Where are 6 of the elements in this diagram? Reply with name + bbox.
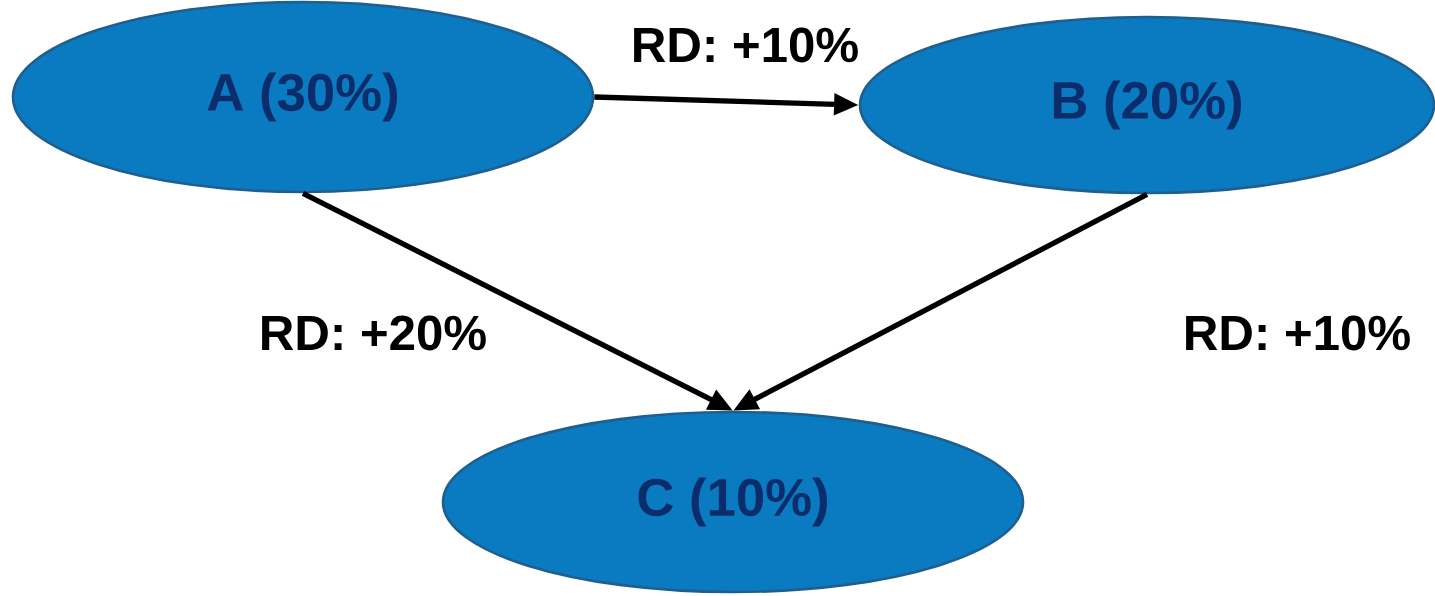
edge-label: RD: +20% <box>262 315 486 351</box>
edge-label: RD: +10% <box>1186 315 1410 351</box>
ellipse-node: B (20%) <box>858 15 1435 195</box>
ellipse-node: C (10%) <box>441 410 1025 594</box>
edge-label: RD: +10% <box>634 27 858 63</box>
ellipse-node: A (30%) <box>11 0 595 194</box>
